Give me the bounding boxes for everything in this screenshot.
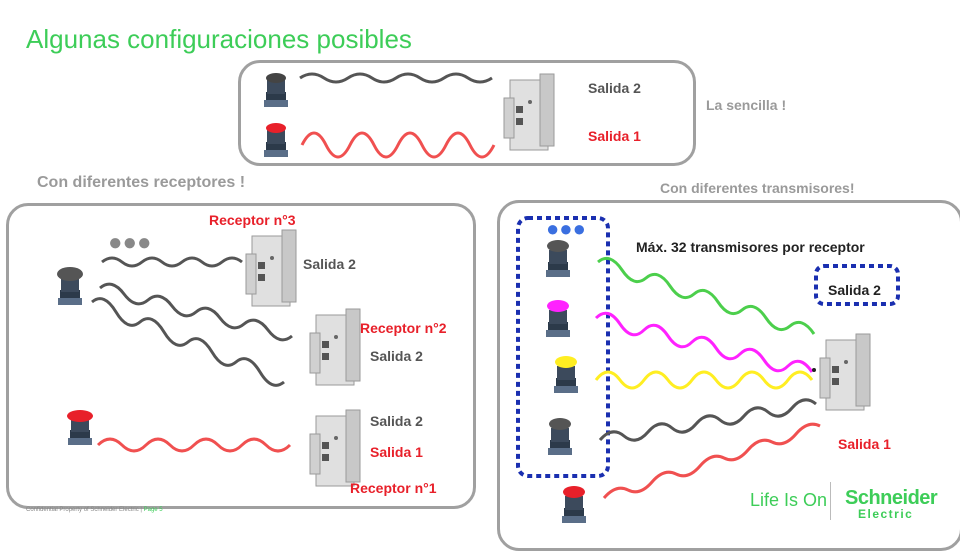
left-wave-receiver1 [91, 297, 285, 387]
receiver-2-device [309, 308, 361, 386]
tx-red [562, 486, 586, 523]
top-output-2-label: Salida 2 [588, 80, 641, 96]
transmitters-heading: Con diferentes transmisores! [660, 180, 855, 196]
logo-divider [830, 482, 831, 520]
transmitters-group-outline [516, 216, 610, 478]
output2-highlight-outline [814, 264, 900, 306]
left-red-pushbutton [67, 410, 93, 445]
top-output-1-label: Salida 1 [588, 128, 641, 144]
receiver-3-device [245, 229, 297, 307]
receiver-2-label: Receptor n°2 [360, 320, 447, 336]
right-output-2-label: Salida 2 [828, 282, 881, 298]
top-red-wave [300, 131, 496, 159]
page-title: Algunas configuraciones posibles [26, 24, 412, 54]
top-black-pushbutton [264, 73, 288, 107]
left-wave-receiver2 [99, 282, 293, 342]
receiver-2-output-label: Salida 2 [370, 348, 423, 364]
receiver-1-output-2-label: Salida 2 [370, 413, 423, 429]
top-caption: La sencilla ! [706, 97, 787, 113]
left-wave-receiver3 [101, 256, 243, 268]
receiver-1-label: Receptor n°1 [350, 480, 437, 496]
receivers-heading: Con diferentes receptores ! [37, 174, 246, 191]
receiver-1-device [309, 409, 361, 487]
wave-gray [598, 398, 817, 442]
ellipsis-blue: ●●● [546, 216, 586, 241]
top-receiver [503, 73, 555, 151]
footer-page: Page 5 [143, 507, 163, 513]
life-is-on-logo: Life Is On [750, 490, 828, 510]
tx-magenta [546, 300, 570, 337]
top-red-pushbutton [264, 123, 288, 157]
left-black-pushbutton [57, 267, 83, 305]
right-output-1-label: Salida 1 [838, 436, 891, 452]
wave-red [602, 422, 821, 500]
footer-text: Confidential Property of Schneider Elect… [26, 507, 163, 513]
receivers-config-panel [6, 203, 476, 509]
tx-gray [546, 240, 570, 277]
footer-confidential: Confidential Property of Schneider Elect… [26, 507, 142, 513]
receiver-1-output-1-label: Salida 1 [370, 444, 423, 460]
wave-yellow [594, 370, 814, 390]
tx-dark [548, 418, 572, 455]
wave-magenta [594, 311, 814, 373]
left-red-wave [96, 437, 292, 453]
right-receiver-device [819, 333, 871, 411]
top-black-wave [299, 72, 493, 84]
schneider-logo-line2: Electric [858, 507, 914, 521]
wave-green [597, 256, 816, 335]
receiver-3-label: Receptor n°3 [209, 212, 296, 228]
max-transmitters-note: Máx. 32 transmisores por receptor [636, 239, 865, 255]
tx-yellow [554, 356, 578, 393]
receiver-3-output-label: Salida 2 [303, 256, 356, 272]
ellipsis-gray: ●●● [108, 229, 152, 256]
schneider-logo-line1: Schneider [845, 487, 938, 509]
